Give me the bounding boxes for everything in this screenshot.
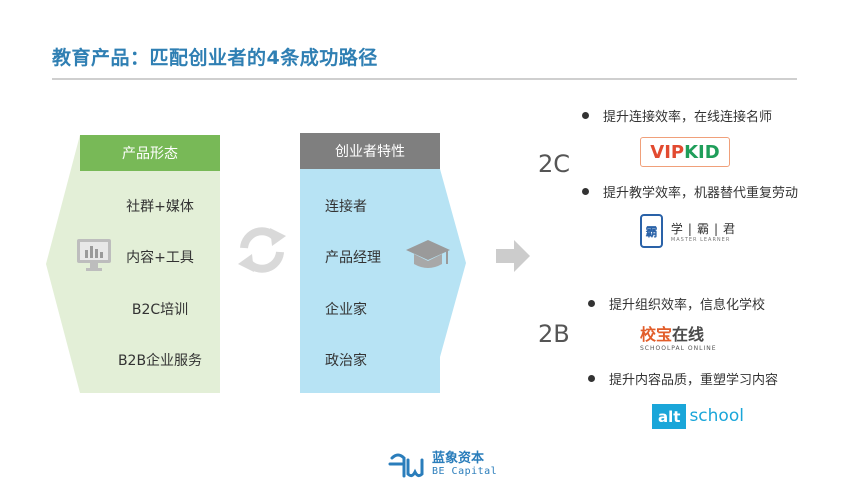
- bullet-dot-icon: [588, 375, 595, 382]
- bullet-dot-icon: [582, 188, 589, 195]
- bullet-text: 提升内容品质，重塑学习内容: [609, 373, 779, 388]
- altschool-logo: alt school: [652, 400, 744, 432]
- product-form-item: B2C培训: [131, 302, 189, 318]
- page-title: 教育产品：匹配创业者的4条成功路径: [52, 47, 378, 69]
- title-divider: [52, 78, 797, 80]
- path-bullet: 提升内容品质，重塑学习内容: [588, 369, 778, 388]
- entrepreneur-trait-item: 政治家: [325, 353, 367, 369]
- bullet-text: 提升连接效率，在线连接名师: [603, 110, 773, 125]
- be-capital-logo: 蓝象资本 BE Capital: [388, 450, 497, 480]
- left-chevron-decoration: [46, 135, 80, 393]
- product-form-header: 产品形态: [80, 135, 220, 171]
- product-form-item: 内容+工具: [126, 250, 194, 266]
- footer-brand-cn: 蓝象资本: [432, 451, 485, 466]
- entrepreneur-trait-item: 产品经理: [325, 250, 381, 266]
- refresh-cycle-icon: [238, 227, 286, 273]
- footer-brand-en: BE Capital: [432, 466, 498, 477]
- path-bullet: 提升组织效率，信息化学校: [588, 294, 765, 313]
- bullet-dot-icon: [582, 112, 589, 119]
- monitor-chart-icon: [77, 239, 111, 271]
- bullet-text: 提升教学效率，机器替代重复劳动: [603, 186, 799, 201]
- path-tag-2b: 2B: [538, 320, 570, 348]
- bullet-dot-icon: [588, 300, 595, 307]
- entrepreneur-trait-item: 连接者: [325, 199, 367, 215]
- product-form-item: B2B企业服务: [117, 353, 203, 369]
- be-capital-logo-icon: [388, 453, 424, 478]
- graduation-cap-icon: [406, 240, 450, 268]
- right-arrow-icon: [496, 240, 530, 272]
- path-bullet: 提升连接效率，在线连接名师: [582, 106, 772, 125]
- xuebajun-logo: 霸 学|霸|君 MASTER LEARNER: [640, 214, 740, 248]
- entrepreneur-trait-item: 企业家: [325, 302, 367, 318]
- path-bullet: 提升教学效率，机器替代重复劳动: [582, 182, 798, 201]
- product-form-item: 社群+媒体: [126, 199, 194, 215]
- xuebajun-badge-icon: 霸: [640, 214, 663, 248]
- bullet-text: 提升组织效率，信息化学校: [609, 298, 766, 313]
- xiaobao-logo: 校宝在线 SCHOOLPAL ONLINE: [640, 325, 717, 352]
- entrepreneur-header: 创业者特性: [300, 133, 440, 169]
- entrepreneur-panel: [300, 133, 466, 393]
- product-form-panel: [80, 135, 220, 393]
- path-tag-2c: 2C: [538, 150, 571, 178]
